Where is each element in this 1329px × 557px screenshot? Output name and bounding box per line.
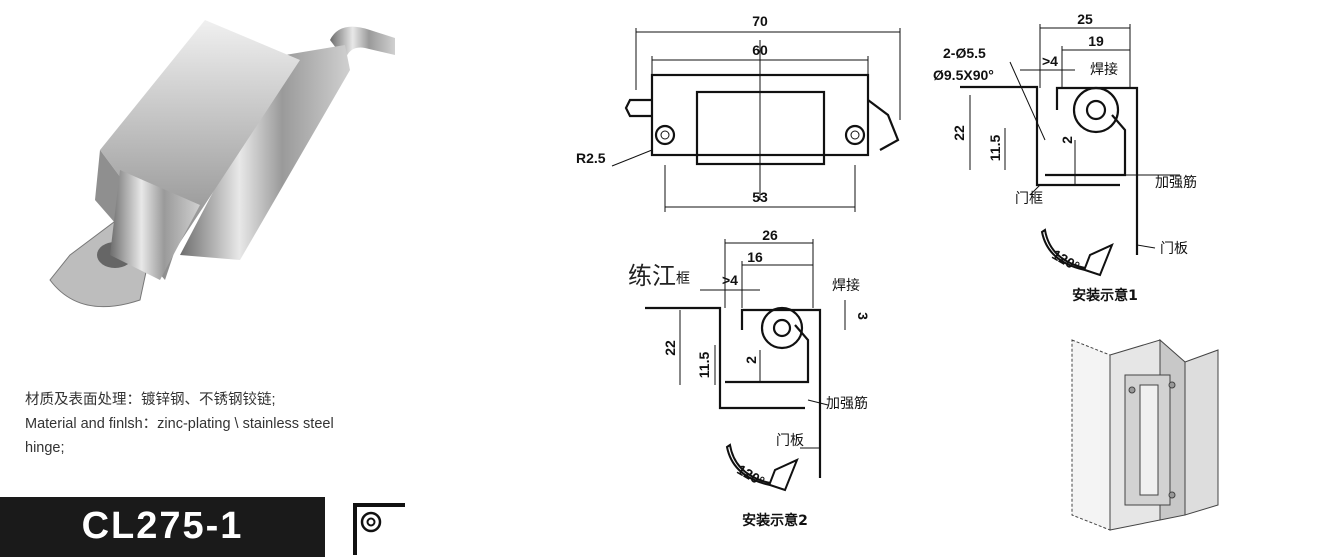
- model-banner: [0, 497, 325, 557]
- label-frame: 门框: [1015, 191, 1043, 207]
- hole-spec-2: Ø9.5X90°: [933, 67, 994, 83]
- dim-16: 16: [747, 249, 763, 265]
- dim-gap-2: >4: [722, 272, 738, 288]
- dim-3: 3: [855, 312, 871, 320]
- material-en-line1: Material and finlsh：zinc-plating \ stain…: [25, 416, 334, 432]
- label-weld: 焊接: [1090, 61, 1118, 78]
- hinge-photo: [49, 20, 395, 308]
- material-cn: 材质及表面处理：镀锌钢、不锈钢铰链;: [25, 392, 276, 408]
- model-number: CL275-1: [81, 505, 244, 547]
- dim-53: 53: [752, 189, 768, 205]
- label-rib-2: 加强筋: [826, 395, 868, 412]
- angle-120: 120°: [1049, 246, 1082, 274]
- dim-2: 2: [1059, 136, 1075, 144]
- install-diagram-2: 26 16 >4 22 11.5 2 3 焊接 加强筋 框 门板 120° 安装…: [645, 227, 871, 529]
- dim-gap: >4: [1042, 53, 1058, 69]
- label-rib: 加强筋: [1155, 174, 1197, 191]
- hinge-symbol-icon: [353, 503, 405, 555]
- hole-spec-1: 2-Ø5.5: [943, 45, 986, 61]
- install-diagram-1: 25 19 >4 2-Ø5.5 Ø9.5X90° 22 11.5 2 焊接 加强…: [933, 11, 1197, 304]
- hinge-3d-render: [1071, 338, 1219, 531]
- dim-11-5-2: 11.5: [696, 352, 712, 379]
- dim-22: 22: [951, 125, 967, 141]
- label-door: 门板: [1160, 241, 1188, 257]
- dim-60: 60: [752, 42, 768, 58]
- dim-2-2: 2: [743, 356, 759, 364]
- dim-25: 25: [1077, 11, 1093, 27]
- label-weld-2: 焊接: [832, 277, 860, 294]
- dim-26: 26: [762, 227, 778, 243]
- label-door-2: 门板: [776, 433, 804, 449]
- dim-19: 19: [1088, 33, 1104, 49]
- caption-install-1: 安装示意1: [1072, 287, 1138, 304]
- watermark: 练江: [628, 262, 676, 290]
- dim-radius: R2.5: [576, 150, 606, 166]
- dim-22-2: 22: [662, 340, 678, 356]
- dim-11-5: 11.5: [987, 135, 1003, 162]
- angle-120-2: 120°: [734, 461, 767, 489]
- label-frame-2: 框: [676, 271, 690, 287]
- caption-install-2: 安装示意2: [742, 512, 808, 529]
- front-view-drawing: 70 60 53 R2.5: [576, 13, 901, 212]
- material-en-line2: hinge;: [25, 440, 65, 456]
- dim-70: 70: [752, 13, 768, 29]
